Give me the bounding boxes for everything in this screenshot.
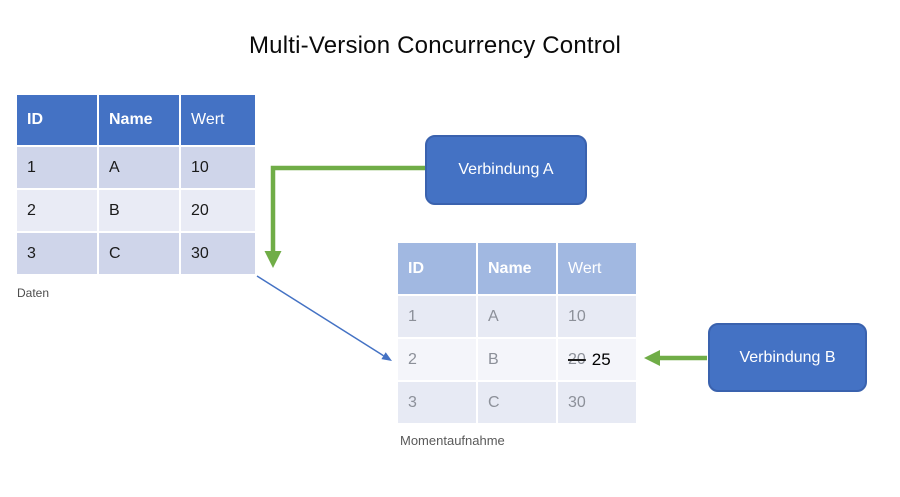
daten-cell-r1-wert: 10 [181,147,255,188]
snap-cell-r3-wert: 30 [558,382,636,423]
daten-cell-r3-name: C [99,233,179,274]
snap-cell-r2-name: B [478,339,556,380]
snap-cell-r1-name: A [478,296,556,337]
snap-cell-r3-id: 3 [398,382,476,423]
connection-a-label: Verbindung A [458,161,554,178]
daten-cell-r1-name: A [99,147,179,188]
daten-cell-r1-id: 1 [17,147,97,188]
snap-cell-r3-name: C [478,382,556,423]
green-arrow-b [644,350,707,366]
table-momentaufnahme-caption: Momentaufnahme [400,433,505,448]
daten-cell-r3-id: 3 [17,233,97,274]
snap-header-wert: Wert [558,243,636,294]
snap-header-name: Name [478,243,556,294]
snap-cell-r1-id: 1 [398,296,476,337]
daten-header-wert: Wert [181,95,255,145]
table-daten: ID Name Wert 1 A 10 2 B 20 3 C 30 [17,95,255,274]
slide-title: Multi-Version Concurrency Control [248,32,622,59]
connection-b-label: Verbindung B [739,348,836,366]
daten-cell-r2-id: 2 [17,190,97,231]
snap-cell-r2-wert: 20 25 [558,339,636,380]
daten-header-id: ID [17,95,97,145]
table-momentaufnahme: ID Name Wert 1 A 10 2 B 20 25 3 C 30 [398,243,636,423]
snap-cell-r2-id: 2 [398,339,476,380]
connection-b-box: Verbindung B [708,323,867,392]
old-value-strikethrough: 20 [568,350,586,368]
daten-cell-r2-name: B [99,190,179,231]
new-value: 25 [591,349,611,369]
daten-header-name: Name [99,95,179,145]
daten-cell-r2-wert: 20 [181,190,255,231]
daten-cell-r3-wert: 30 [181,233,255,274]
snap-header-id: ID [398,243,476,294]
connection-a-box: Verbindung A [425,135,587,205]
table-daten-caption: Daten [17,286,50,300]
snap-cell-r1-wert: 10 [558,296,636,337]
blue-snapshot-arrow [256,275,392,361]
